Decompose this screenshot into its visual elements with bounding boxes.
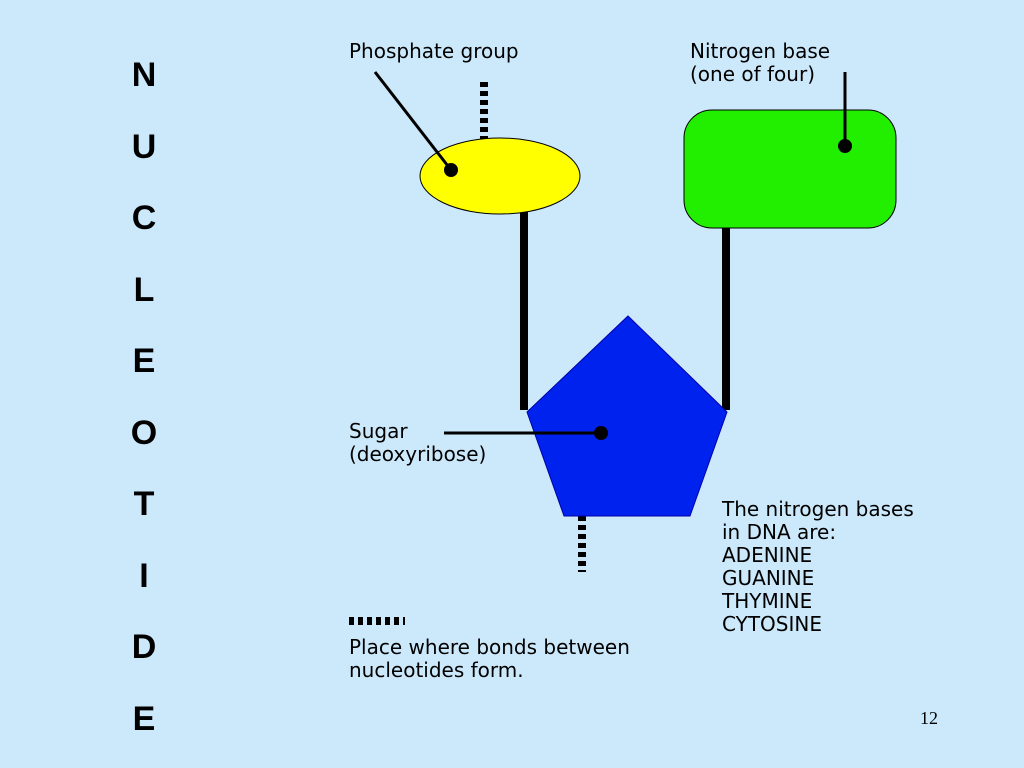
title-letter: E (132, 699, 156, 738)
title-letter: N (131, 56, 157, 94)
nitrogen-pointer-dot (838, 139, 852, 153)
bonds-legend-line1: Place where bonds between (349, 635, 630, 659)
sugar-shape (526, 315, 728, 517)
sugar-label-line1: Sugar (349, 419, 408, 443)
base-guanine: GUANINE (722, 566, 815, 590)
nitrogen-base-shape (683, 109, 897, 229)
base-adenine: ADENINE (722, 543, 813, 567)
base-cytosine: CYTOSINE (722, 612, 822, 636)
phosphate-shape (419, 137, 581, 215)
title-letter: D (131, 628, 157, 666)
title-letter: C (131, 199, 157, 237)
title-letter: L (133, 270, 155, 309)
title-letter: U (131, 127, 157, 166)
page-number: 12 (920, 708, 938, 728)
base-thymine: THYMINE (722, 589, 813, 613)
bases-info-line1: The nitrogen bases (722, 497, 914, 521)
title-letter: E (132, 342, 156, 380)
sugar-label-line2: (deoxyribose) (349, 442, 487, 466)
bases-info: The nitrogen bases in DNA are: ADENINE G… (722, 498, 914, 636)
phosphate-label: Phosphate group (349, 39, 519, 63)
phosphate-pointer-dot (444, 163, 458, 177)
sugar-pointer-dot (594, 426, 608, 440)
nitrogen-base-label-line2: (one of four) (690, 62, 815, 86)
nitrogen-base-label-line1: Nitrogen base (690, 39, 831, 63)
vertical-title: N U C L E O T I D E (118, 40, 170, 755)
sugar-label: Sugar (deoxyribose) (349, 420, 486, 466)
phosphate-pointer (373, 71, 453, 171)
title-letter: T (133, 485, 155, 523)
title-letter: O (130, 413, 158, 452)
nitrogen-base-label: Nitrogen base (one of four) (690, 40, 830, 86)
bases-info-line2: in DNA are: (722, 520, 837, 544)
title-letter: I (139, 556, 149, 595)
bonds-legend-label: Place where bonds between nucleotides fo… (349, 636, 630, 682)
bonds-legend-line2: nucleotides form. (349, 658, 524, 682)
